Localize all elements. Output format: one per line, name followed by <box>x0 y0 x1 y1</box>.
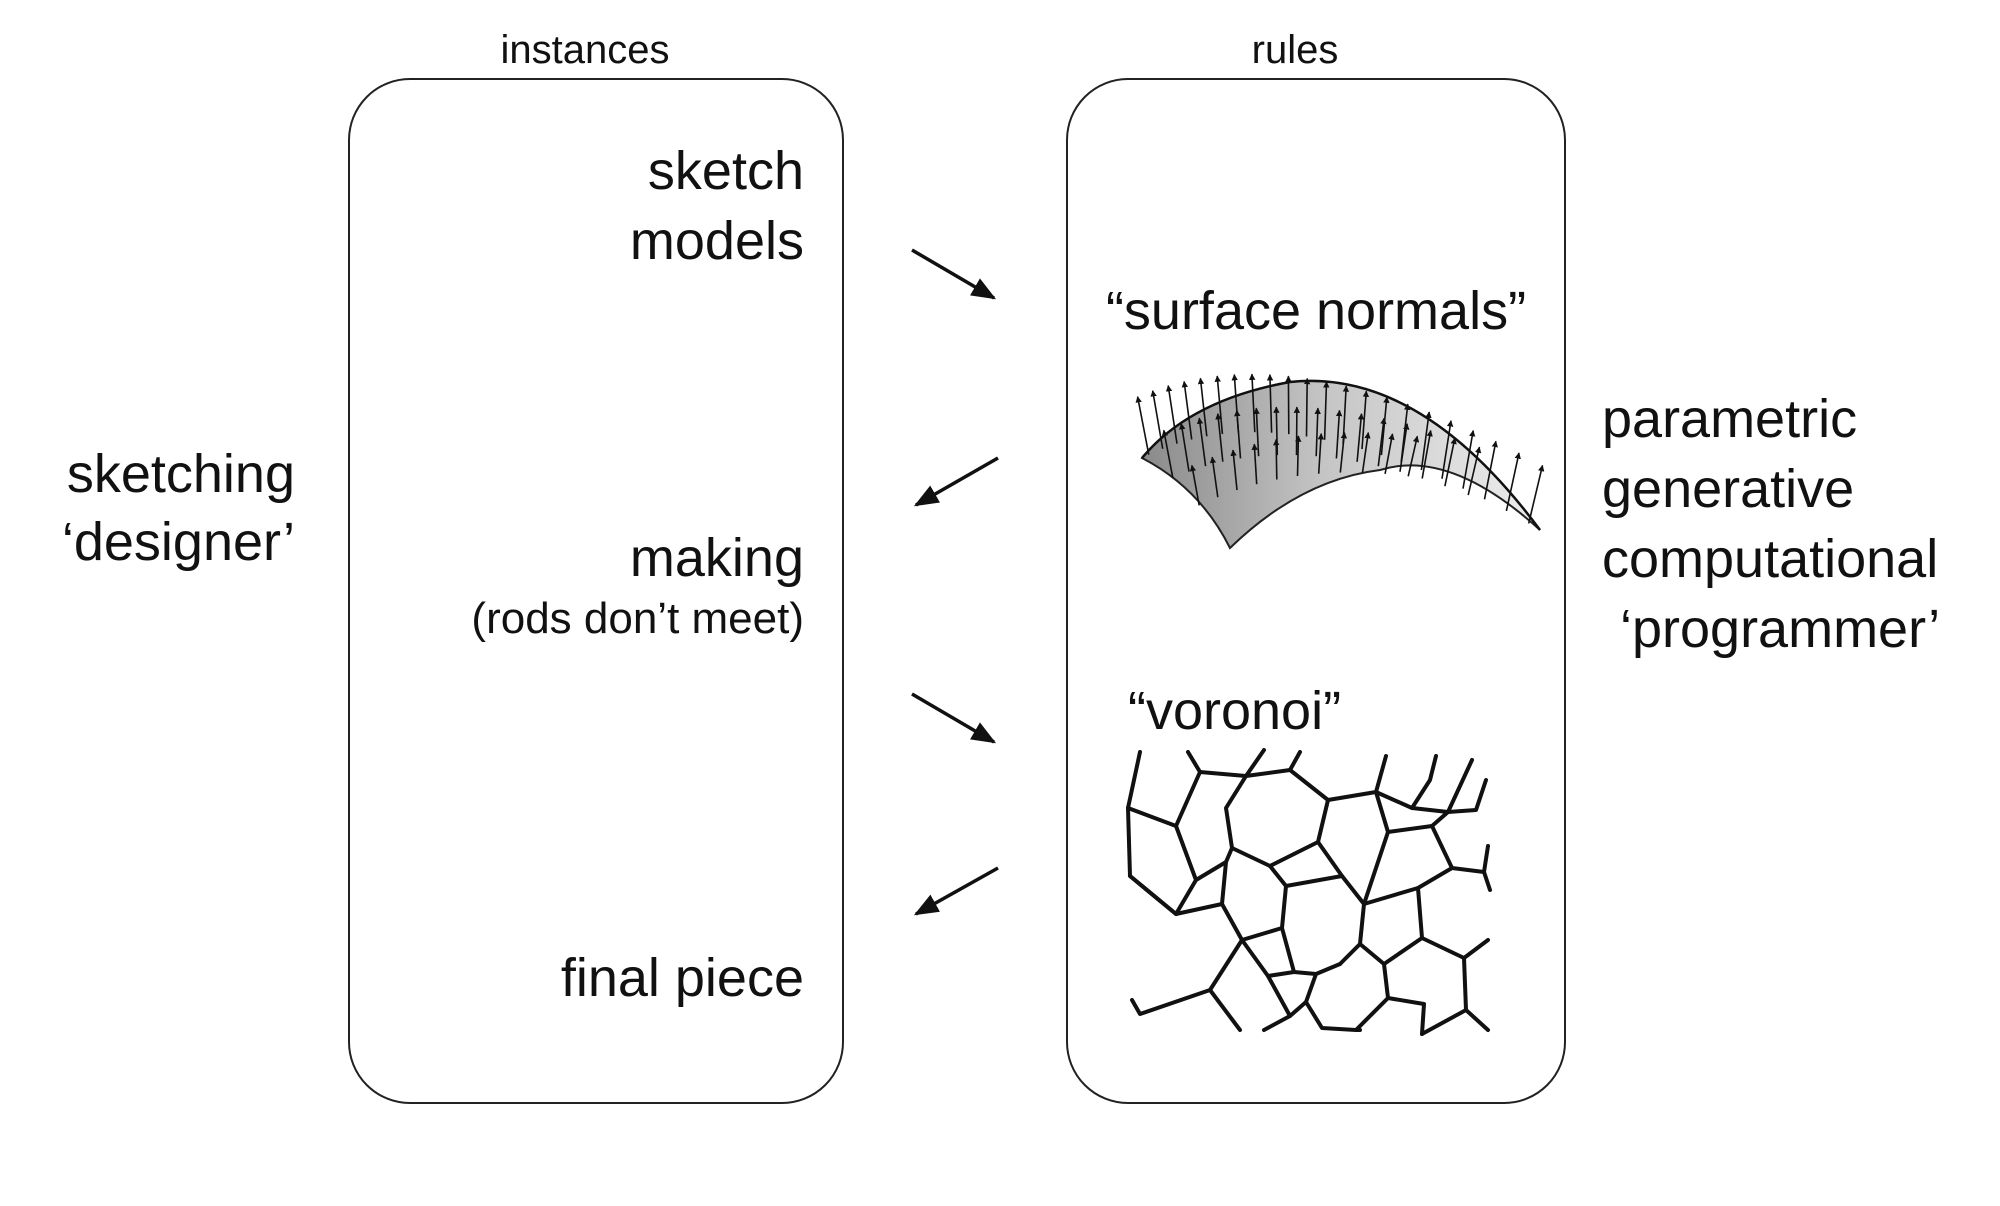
voronoi-cell <box>1288 750 1302 772</box>
voronoi-cell <box>1430 810 1450 828</box>
voronoi-cell <box>1262 1014 1292 1032</box>
left-role-line-2: ‘designer’ <box>61 512 295 572</box>
arrow-sketch-to-surface-normals <box>911 248 997 300</box>
normal-vector-arrow <box>1317 433 1325 474</box>
rule-surface-normals-label: “surface normals” <box>1105 281 1527 341</box>
normal-vector-arrow <box>1181 380 1193 440</box>
normal-vector-arrow <box>1179 422 1190 472</box>
normal-vector-arrow <box>1483 440 1498 500</box>
voronoi-cell <box>1462 956 1490 1032</box>
voronoi-cell <box>1416 886 1490 960</box>
right-role-line-2: generative <box>1602 459 1855 519</box>
right-role-line-3: computational <box>1602 529 1939 589</box>
normal-vector-arrow <box>1253 407 1260 457</box>
normal-vector-arrow <box>1189 464 1200 506</box>
normal-vector-arrow <box>1323 381 1330 440</box>
voronoi-cell <box>1126 750 1202 828</box>
normal-vector-arrow <box>1361 431 1371 473</box>
instance-making-line-2: (rods don’t meet) <box>471 594 804 643</box>
voronoi-cell <box>1386 996 1426 1036</box>
normal-vector-arrow <box>1251 443 1258 485</box>
voronoi-cell <box>1482 870 1492 892</box>
normal-vector-arrow <box>1214 375 1224 435</box>
voronoi-cell <box>1358 936 1424 966</box>
normal-vector-arrow <box>1335 409 1343 459</box>
normal-vector-arrow <box>1230 449 1238 491</box>
normal-vector-arrow <box>1161 429 1174 479</box>
instance-final-piece: final piece <box>560 948 804 1008</box>
normal-vector-arrow <box>1377 417 1387 467</box>
normal-vector-arrow <box>1361 390 1370 450</box>
arrow-surface-normals-to-making <box>913 456 999 507</box>
normal-vector-arrow <box>1527 464 1545 524</box>
normal-vector-arrow <box>1384 433 1395 475</box>
normal-vector-arrow <box>1196 417 1207 467</box>
normal-vectors <box>1135 373 1545 524</box>
normal-vector-arrow <box>1467 446 1482 496</box>
voronoi-cell <box>1450 844 1490 874</box>
voronoi-cell <box>1316 840 1344 878</box>
normal-vector-arrow <box>1444 437 1457 487</box>
normal-vector-arrow <box>1165 384 1178 444</box>
voronoi-cell <box>1410 758 1474 814</box>
voronoi-cell <box>1304 962 1390 1032</box>
right-role-label: parametric generative computational ‘pro… <box>1602 384 1992 664</box>
normal-vector-arrow <box>1441 420 1454 479</box>
normal-vector-arrow <box>1356 413 1365 462</box>
normal-vector-arrow <box>1273 406 1280 456</box>
normal-vector-arrow <box>1421 429 1433 479</box>
normal-vector-arrow <box>1380 396 1390 456</box>
right-role-line-1: parametric <box>1602 389 1858 449</box>
instance-sketch-models: sketch models <box>390 136 804 276</box>
normal-vector-arrow <box>1505 452 1521 512</box>
voronoi-cell <box>1362 790 1390 906</box>
voronoi-cell <box>1224 768 1330 868</box>
arrow-voronoi-to-final-piece <box>913 866 999 916</box>
left-role-label: sketching ‘designer’ <box>20 440 295 576</box>
left-role-line-1: sketching <box>66 444 295 504</box>
normal-vector-arrow <box>1150 390 1164 449</box>
normal-vector-arrow <box>1303 377 1311 437</box>
normal-vector-arrow <box>1234 409 1242 459</box>
voronoi-cell <box>1174 824 1198 916</box>
normal-vector-arrow <box>1462 429 1476 489</box>
normal-vector-arrow <box>1248 373 1256 433</box>
surface-normals-illustration <box>1135 373 1545 550</box>
normal-vector-arrow <box>1266 374 1274 433</box>
instances-panel <box>348 78 844 1104</box>
voronoi-cell <box>1374 754 1438 810</box>
rules-header: rules <box>1251 28 1339 72</box>
normal-vector-arrow <box>1407 435 1420 477</box>
normal-vector-arrow <box>1197 377 1208 437</box>
instance-sketch-models-line-1: sketch <box>647 141 804 201</box>
voronoi-cell <box>1266 974 1308 1018</box>
voronoi-cell <box>1240 864 1288 942</box>
voronoi-cell <box>1420 1008 1468 1036</box>
right-role-line-4: ‘programmer’ <box>1620 599 1941 659</box>
normal-vector-arrow <box>1339 431 1348 473</box>
normal-vector-arrow <box>1420 411 1432 471</box>
normal-vector-arrow <box>1273 438 1280 480</box>
voronoi-cell <box>1220 860 1228 906</box>
voronoi-cell <box>1446 778 1488 814</box>
rule-voronoi-label: “voronoi” <box>1128 681 1342 741</box>
voronoi-cell <box>1284 874 1366 966</box>
normal-vector-arrow <box>1209 456 1219 498</box>
voronoi-cell <box>1280 926 1318 976</box>
arrow-making-to-voronoi <box>911 692 997 744</box>
rules-panel <box>1066 78 1566 1104</box>
instance-making-line-1: making <box>629 528 804 588</box>
normal-vector-arrow <box>1135 396 1150 455</box>
normal-vector-arrow <box>1295 435 1302 477</box>
normal-vector-arrow <box>1314 407 1321 457</box>
instances-header: instances <box>500 28 670 72</box>
voronoi-illustration <box>1126 748 1492 1036</box>
voronoi-cell <box>1208 988 1242 1032</box>
instance-sketch-models-line-2: models <box>629 211 804 271</box>
voronoi-cell <box>1198 748 1266 778</box>
normal-vector-arrow <box>1215 413 1224 462</box>
normal-vector-arrow <box>1399 423 1410 472</box>
instance-making: making (rods don’t meet) <box>390 526 804 648</box>
